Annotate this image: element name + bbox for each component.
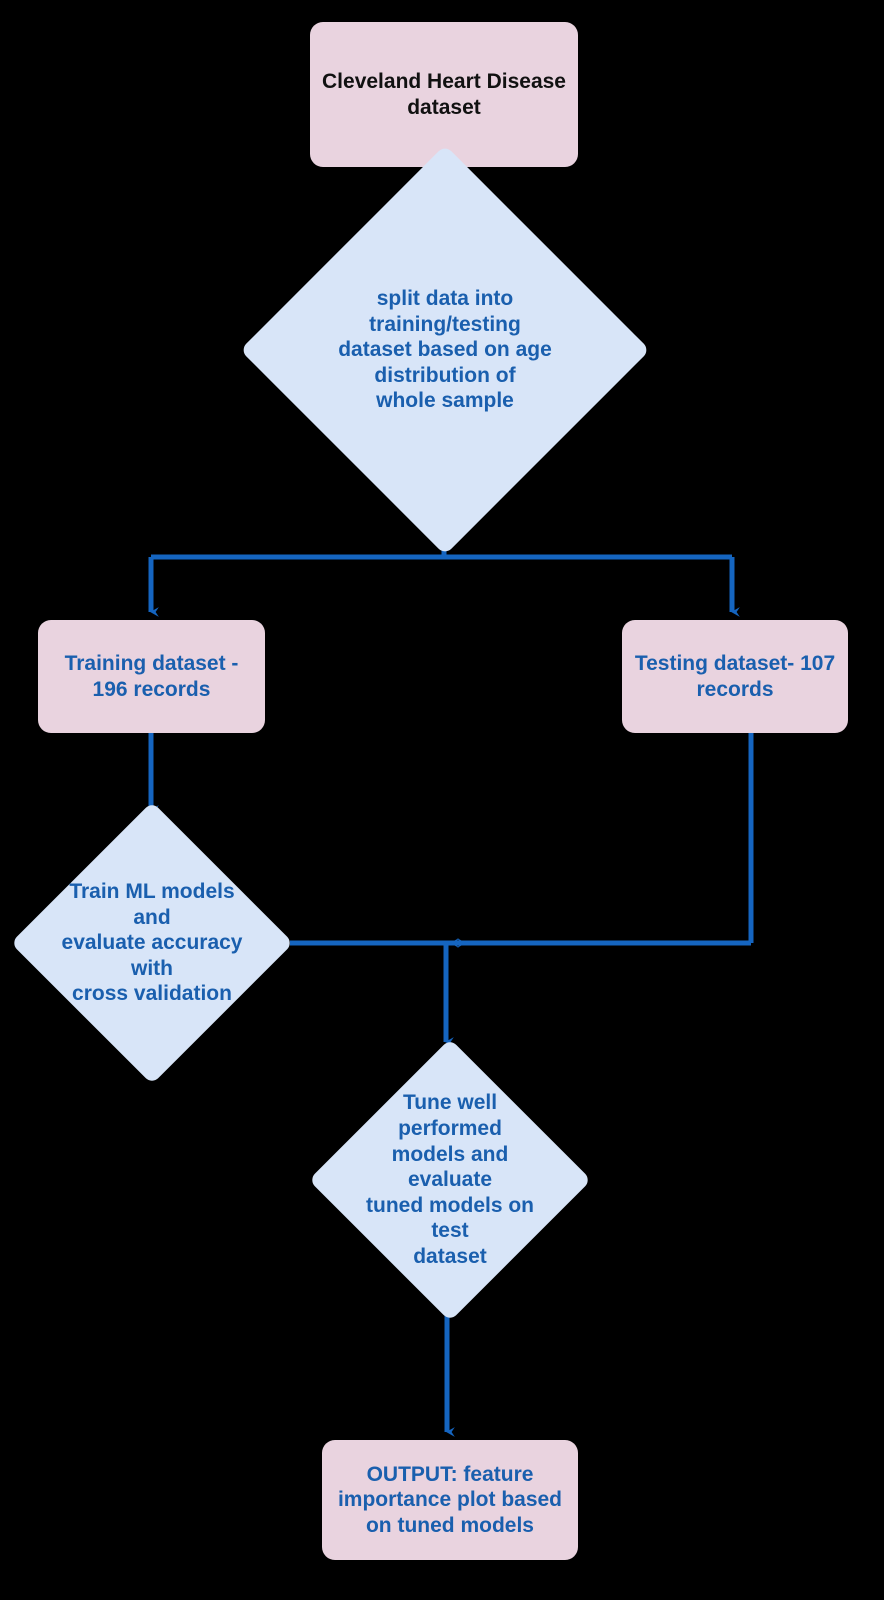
node-training-dataset[interactable]: Training dataset - 196 records bbox=[38, 620, 265, 733]
node-train-ml-models[interactable]: Train ML models and evaluate accuracy wi… bbox=[10, 801, 294, 1085]
node-tune-models-label: Tune well performed models and evaluate … bbox=[366, 1091, 534, 1269]
node-cleveland-dataset[interactable]: Cleveland Heart Disease dataset bbox=[310, 22, 578, 167]
node-training-dataset-label: Training dataset - 196 records bbox=[64, 651, 239, 701]
node-split-data-label: split data into training/testing dataset… bbox=[338, 286, 552, 413]
node-cleveland-dataset-label: Cleveland Heart Disease dataset bbox=[322, 69, 566, 119]
node-split-data[interactable]: split data into training/testing dataset… bbox=[239, 144, 651, 556]
node-testing-dataset[interactable]: Testing dataset- 107 records bbox=[622, 620, 848, 733]
node-tune-models[interactable]: Tune well performed models and evaluate … bbox=[308, 1038, 592, 1322]
node-train-ml-models-label: Train ML models and evaluate accuracy wi… bbox=[61, 879, 243, 1006]
node-output-feature-importance[interactable]: OUTPUT: feature importance plot based on… bbox=[322, 1440, 578, 1560]
node-testing-dataset-label: Testing dataset- 107 records bbox=[634, 651, 836, 701]
node-output-feature-importance-label: OUTPUT: feature importance plot based on… bbox=[337, 1462, 563, 1537]
